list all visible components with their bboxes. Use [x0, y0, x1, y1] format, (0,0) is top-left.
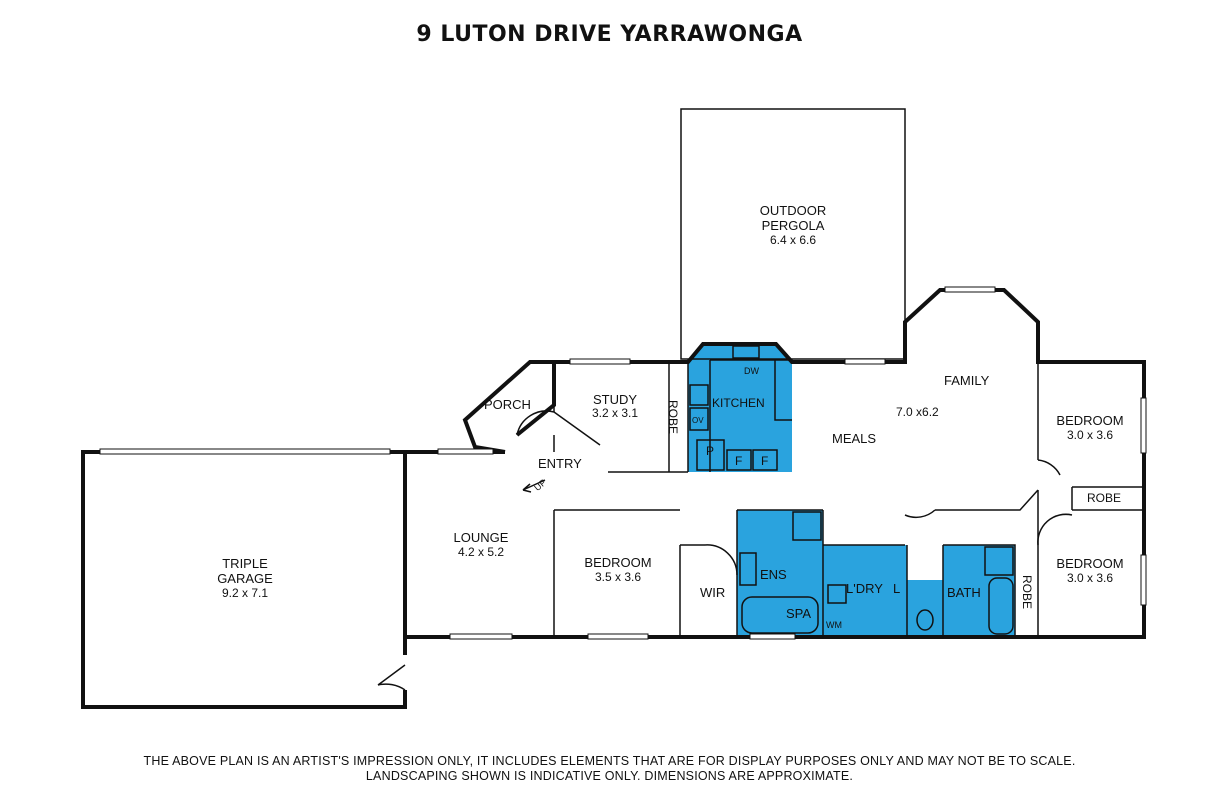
bedroom-ne-dims: 3.0 x 3.6	[1066, 428, 1114, 442]
sink	[732, 345, 760, 359]
pergola-outline	[680, 108, 906, 360]
lounge-window	[449, 633, 513, 640]
fridge-2	[752, 449, 778, 471]
fridge-1	[726, 449, 752, 471]
robe-east-box	[1071, 486, 1144, 511]
bed-se-window	[1140, 554, 1147, 606]
ens-label: ENS	[760, 567, 787, 582]
toilet-area	[907, 580, 943, 637]
pergola-name2: PERGOLA	[761, 218, 825, 233]
ensuite-area	[737, 510, 823, 637]
bathtub	[988, 577, 1014, 635]
bath-shower	[984, 546, 1014, 576]
bedroom-window	[587, 633, 649, 640]
study-name: STUDY	[592, 392, 638, 407]
bedroom-se-dims: 3.0 x 3.6	[1066, 571, 1114, 585]
meals-window	[844, 358, 886, 365]
ov-label: OV	[692, 416, 704, 425]
entry-window	[437, 448, 494, 455]
pergola-name: OUTDOOR	[759, 203, 827, 218]
disclaimer: THE ABOVE PLAN IS AN ARTIST'S IMPRESSION…	[0, 754, 1219, 784]
ens-shower	[792, 511, 822, 541]
bedroom-main-dims: 3.5 x 3.6	[594, 570, 642, 584]
bath-area	[943, 545, 1015, 637]
family-window	[944, 286, 996, 293]
cooktop	[689, 384, 709, 406]
garage-door-swing	[377, 664, 406, 691]
plan-title: 9 LUTON DRIVE YARRAWONGA	[416, 22, 803, 47]
pergola-dims: 6.4 x 6.6	[769, 233, 817, 247]
bed-ne-window	[1140, 397, 1147, 454]
bed-se-door-swing	[1037, 513, 1073, 546]
pantry-label: P	[706, 444, 715, 458]
robe-east-label: ROBE	[1087, 491, 1122, 505]
laundry-wall	[823, 544, 908, 637]
robe-bath-label: ROBE	[1020, 574, 1034, 609]
bath-wall	[942, 544, 1016, 637]
study-window	[569, 358, 631, 365]
family-dims: 7.0 x6.2	[896, 405, 939, 419]
garage-name: TRIPLE	[222, 556, 268, 571]
meals-label: MEALS	[832, 431, 877, 446]
kitchen-label: KITCHEN	[712, 396, 765, 410]
bedroom-main-name: BEDROOM	[584, 555, 652, 570]
spa-label: SPA	[786, 606, 812, 621]
dw-label: DW	[744, 366, 759, 376]
up-arrow	[522, 479, 546, 493]
laundry-label: L'DRY	[846, 581, 883, 596]
washing-machine	[827, 584, 847, 604]
lounge-dims: 4.2 x 5.2	[457, 545, 505, 559]
study-door-swing	[553, 411, 601, 446]
family-wall	[935, 489, 1039, 511]
porch-label: PORCH	[484, 397, 531, 412]
linen-label: L	[893, 581, 901, 596]
wm-label: WM	[826, 620, 842, 630]
fridge-label-1: F	[735, 454, 743, 468]
ens-window	[749, 633, 796, 640]
bedroom-ne-name: BEDROOM	[1056, 413, 1124, 428]
study-dims: 3.2 x 3.1	[591, 406, 639, 420]
wir-wall	[679, 544, 705, 637]
disclaimer-line-1: THE ABOVE PLAN IS AN ARTIST'S IMPRESSION…	[143, 754, 1076, 768]
garage-name2: GARAGE	[217, 571, 273, 586]
wir-door-swing	[704, 544, 738, 576]
entry-door-swing	[516, 410, 555, 436]
bed-ne-door-swing	[1037, 459, 1061, 476]
bath-label: BATH	[947, 585, 981, 600]
ens-vanity	[739, 552, 757, 586]
laundry-area	[823, 545, 907, 637]
garage-window	[99, 448, 391, 455]
family-name: FAMILY	[944, 373, 990, 388]
bedroom-se-name: BEDROOM	[1056, 556, 1124, 571]
fridge-label-2: F	[761, 454, 769, 468]
robe-study-wall	[668, 362, 689, 472]
disclaimer-line-2: LANDSCAPING SHOWN IS INDICATIVE ONLY. DI…	[365, 769, 854, 783]
oven	[689, 407, 709, 431]
entry-label: ENTRY	[538, 456, 582, 471]
robe-study-label: ROBE	[666, 399, 680, 434]
pantry	[696, 439, 725, 471]
spa-bath	[741, 596, 819, 634]
toilet	[916, 609, 934, 631]
lounge-name: LOUNGE	[453, 530, 509, 545]
family-door-swing	[904, 509, 936, 519]
wir-label: WIR	[700, 585, 726, 600]
garage-dims: 9.2 x 7.1	[221, 586, 269, 600]
